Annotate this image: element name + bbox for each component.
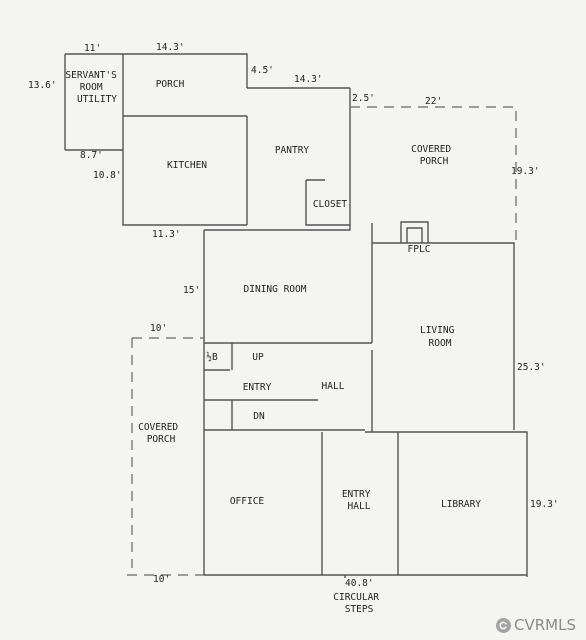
dimension-10-bottom: 10' bbox=[153, 574, 170, 585]
pantry-label: PANTRY bbox=[275, 145, 310, 156]
entry-label: ENTRY bbox=[243, 382, 272, 393]
servants-room-label: SERVANT'S ROOM UTILITY bbox=[65, 70, 122, 105]
covered-porch-top-walls bbox=[350, 106, 517, 240]
dimension-14-3-top: 14.3' bbox=[156, 42, 185, 53]
dimension-14-3-pantry: 14.3' bbox=[294, 74, 323, 85]
dimension-11: 11' bbox=[84, 43, 101, 54]
main-house-walls bbox=[203, 230, 528, 578]
office-label: OFFICE bbox=[230, 496, 265, 507]
dimension-19-3-porch: 19.3' bbox=[511, 166, 540, 177]
cvrmls-watermark: CVRMLS bbox=[496, 616, 576, 634]
dimension-10-8: 10.8' bbox=[93, 170, 122, 181]
dimension-13-6: 13.6' bbox=[28, 80, 57, 91]
closet-label: CLOSET bbox=[313, 199, 348, 210]
covered-porch-left-walls bbox=[127, 337, 204, 576]
dimension-8-7: 8.7' bbox=[80, 150, 103, 161]
kitchen-label: KITCHEN bbox=[167, 160, 207, 171]
dimension-11-3: 11.3' bbox=[152, 229, 181, 240]
dimension-10-top: 10' bbox=[150, 323, 167, 334]
covered-porch-left-label: COVERED PORCH bbox=[138, 422, 184, 445]
entry-hall-label: ENTRY HALL bbox=[342, 489, 376, 512]
copyright-icon bbox=[496, 617, 512, 633]
dimension-25-3: 25.3' bbox=[517, 362, 546, 373]
half-bath-label: ½B bbox=[206, 352, 218, 363]
library-label: LIBRARY bbox=[441, 499, 481, 510]
dimension-15: 15' bbox=[183, 285, 200, 296]
dimension-4-5: 4.5' bbox=[251, 65, 274, 76]
dimension-40-8: 40.8' bbox=[345, 578, 374, 589]
fireplace-walls bbox=[371, 221, 515, 430]
stairs-down-label: DN bbox=[253, 411, 265, 422]
dimension-19-3-library: 19.3' bbox=[530, 499, 559, 510]
dining-room-label: DINING ROOM bbox=[244, 284, 307, 295]
hall-label: HALL bbox=[322, 381, 345, 392]
living-room-label: LIVING ROOM bbox=[420, 325, 460, 349]
covered-porch-top-label: COVERED PORCH bbox=[411, 144, 457, 167]
fireplace-label: FPLC bbox=[408, 244, 431, 255]
porch-label: PORCH bbox=[156, 79, 185, 90]
dimension-2-5: 2.5' bbox=[352, 93, 375, 104]
stairs-up-label: UP bbox=[252, 352, 264, 363]
circular-steps-label: CIRCULAR STEPS bbox=[333, 592, 385, 615]
watermark-text: CVRMLS bbox=[514, 616, 576, 634]
dimension-22: 22' bbox=[425, 96, 442, 107]
service-wing-walls bbox=[64, 53, 351, 231]
